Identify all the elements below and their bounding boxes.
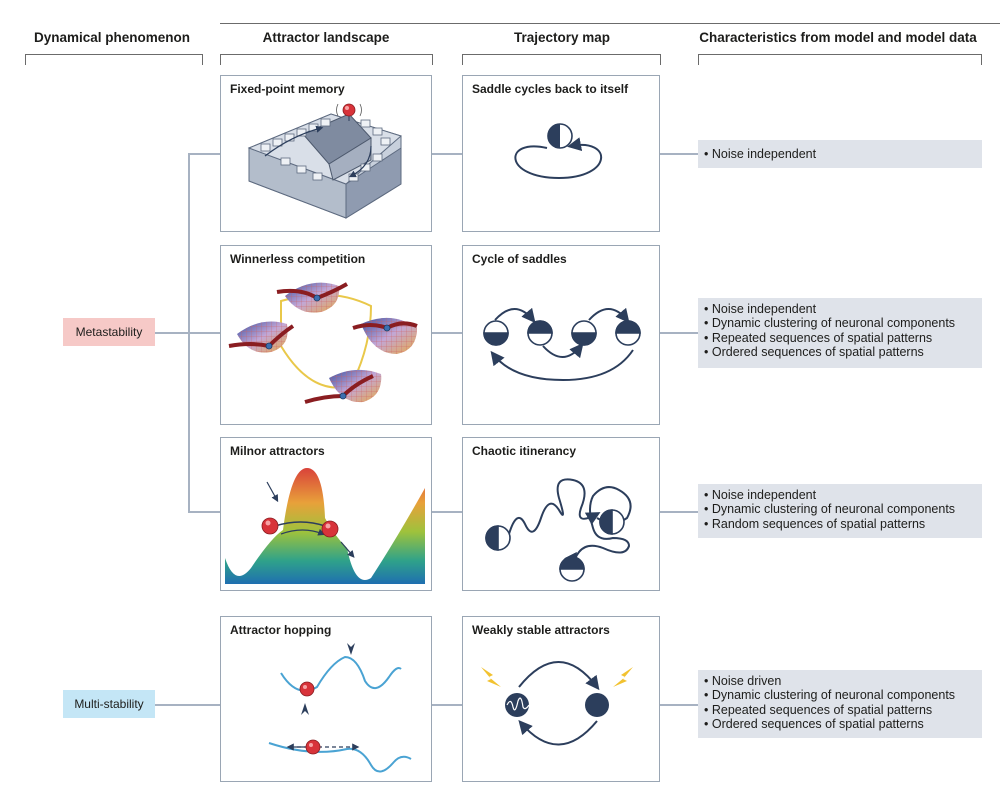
- panel-title: Cycle of saddles: [472, 252, 567, 266]
- char-item: Repeated sequences of spatial patterns: [704, 331, 976, 345]
- char-box-row1: Noise independent: [698, 140, 982, 168]
- char-item: Ordered sequences of spatial patterns: [704, 717, 976, 731]
- connector-row1: [188, 153, 221, 155]
- header-trajectory: Trajectory map: [513, 30, 611, 45]
- header-phenomenon: Dynamical phenomenon: [33, 30, 191, 45]
- label-multistability: Multi-stability: [63, 690, 155, 718]
- connector-mid-4: [431, 704, 462, 706]
- panel-title: Fixed-point memory: [230, 82, 345, 96]
- connector-row2: [155, 332, 221, 334]
- label-metastability: Metastability: [63, 318, 155, 346]
- char-box-row2: Noise independent Dynamic clustering of …: [698, 298, 982, 368]
- connector-mid-3: [431, 511, 462, 513]
- panel-title: Chaotic itinerancy: [472, 444, 577, 458]
- panel-winnerless-competition: Winnerless competition: [220, 245, 432, 425]
- panel-fixed-point-memory: Fixed-point memory: [220, 75, 432, 232]
- connector-mid-1: [431, 153, 462, 155]
- char-box-row4: Noise driven Dynamic clustering of neuro…: [698, 670, 982, 738]
- header-characteristics: Characteristics from model and model dat…: [699, 30, 977, 45]
- char-box-row3: Noise independent Dynamic clustering of …: [698, 484, 982, 538]
- saddle-surfaces-illustration: [228, 282, 418, 404]
- panel-title: Attractor hopping: [230, 623, 332, 637]
- connector-row4: [155, 704, 221, 706]
- char-item: Noise independent: [704, 147, 976, 161]
- attractor-hopping-illustration: [268, 643, 412, 773]
- char-item: Dynamic clustering of neuronal component…: [704, 688, 976, 702]
- panel-title: Saddle cycles back to itself: [472, 82, 629, 96]
- connector-right-2: [660, 332, 698, 334]
- connector-row3: [188, 511, 221, 513]
- panel-milnor-attractors: Milnor attractors: [220, 437, 432, 591]
- bracket-characteristics: [698, 54, 982, 65]
- weakly-stable-attractors-diagram: [481, 661, 633, 746]
- saddle-cycle-diagram: [483, 307, 641, 382]
- panel-chaotic-itinerancy: Chaotic itinerancy: [462, 437, 660, 591]
- panel-title: Weakly stable attractors: [472, 623, 610, 637]
- panel-attractor-hopping: Attractor hopping: [220, 616, 432, 782]
- char-item: Dynamic clustering of neuronal component…: [704, 316, 976, 330]
- connector-right-4: [660, 704, 698, 706]
- saddle-self-cycle-diagram: [514, 123, 602, 180]
- char-item: Ordered sequences of spatial patterns: [704, 345, 976, 359]
- panel-title: Milnor attractors: [230, 444, 325, 458]
- char-item: Noise driven: [704, 674, 976, 688]
- bracket-phenomenon: [25, 54, 203, 65]
- char-item: Random sequences of spatial patterns: [704, 517, 976, 531]
- char-item: Repeated sequences of spatial patterns: [704, 703, 976, 717]
- connector-right-1: [660, 153, 698, 155]
- panel-title: Winnerless competition: [230, 252, 366, 266]
- chaotic-itinerancy-diagram: [485, 478, 632, 582]
- bracket-landscape: [220, 54, 433, 65]
- milnor-landscape-illustration: [225, 468, 425, 584]
- panel-saddle-cycles: Saddle cycles back to itself: [462, 75, 660, 232]
- bracket-trajectory: [462, 54, 661, 65]
- connector-right-3: [660, 511, 698, 513]
- char-item: Dynamic clustering of neuronal component…: [704, 502, 976, 516]
- header-landscape: Attractor landscape: [262, 30, 390, 45]
- char-item: Noise independent: [704, 488, 976, 502]
- top-rule: [220, 23, 1000, 24]
- panel-weakly-stable-attractors: Weakly stable attractors: [462, 616, 660, 782]
- char-item: Noise independent: [704, 302, 976, 316]
- connector-mid-2: [431, 332, 462, 334]
- penrose-stairs-illustration: [247, 103, 403, 219]
- panel-cycle-of-saddles: Cycle of saddles: [462, 245, 660, 425]
